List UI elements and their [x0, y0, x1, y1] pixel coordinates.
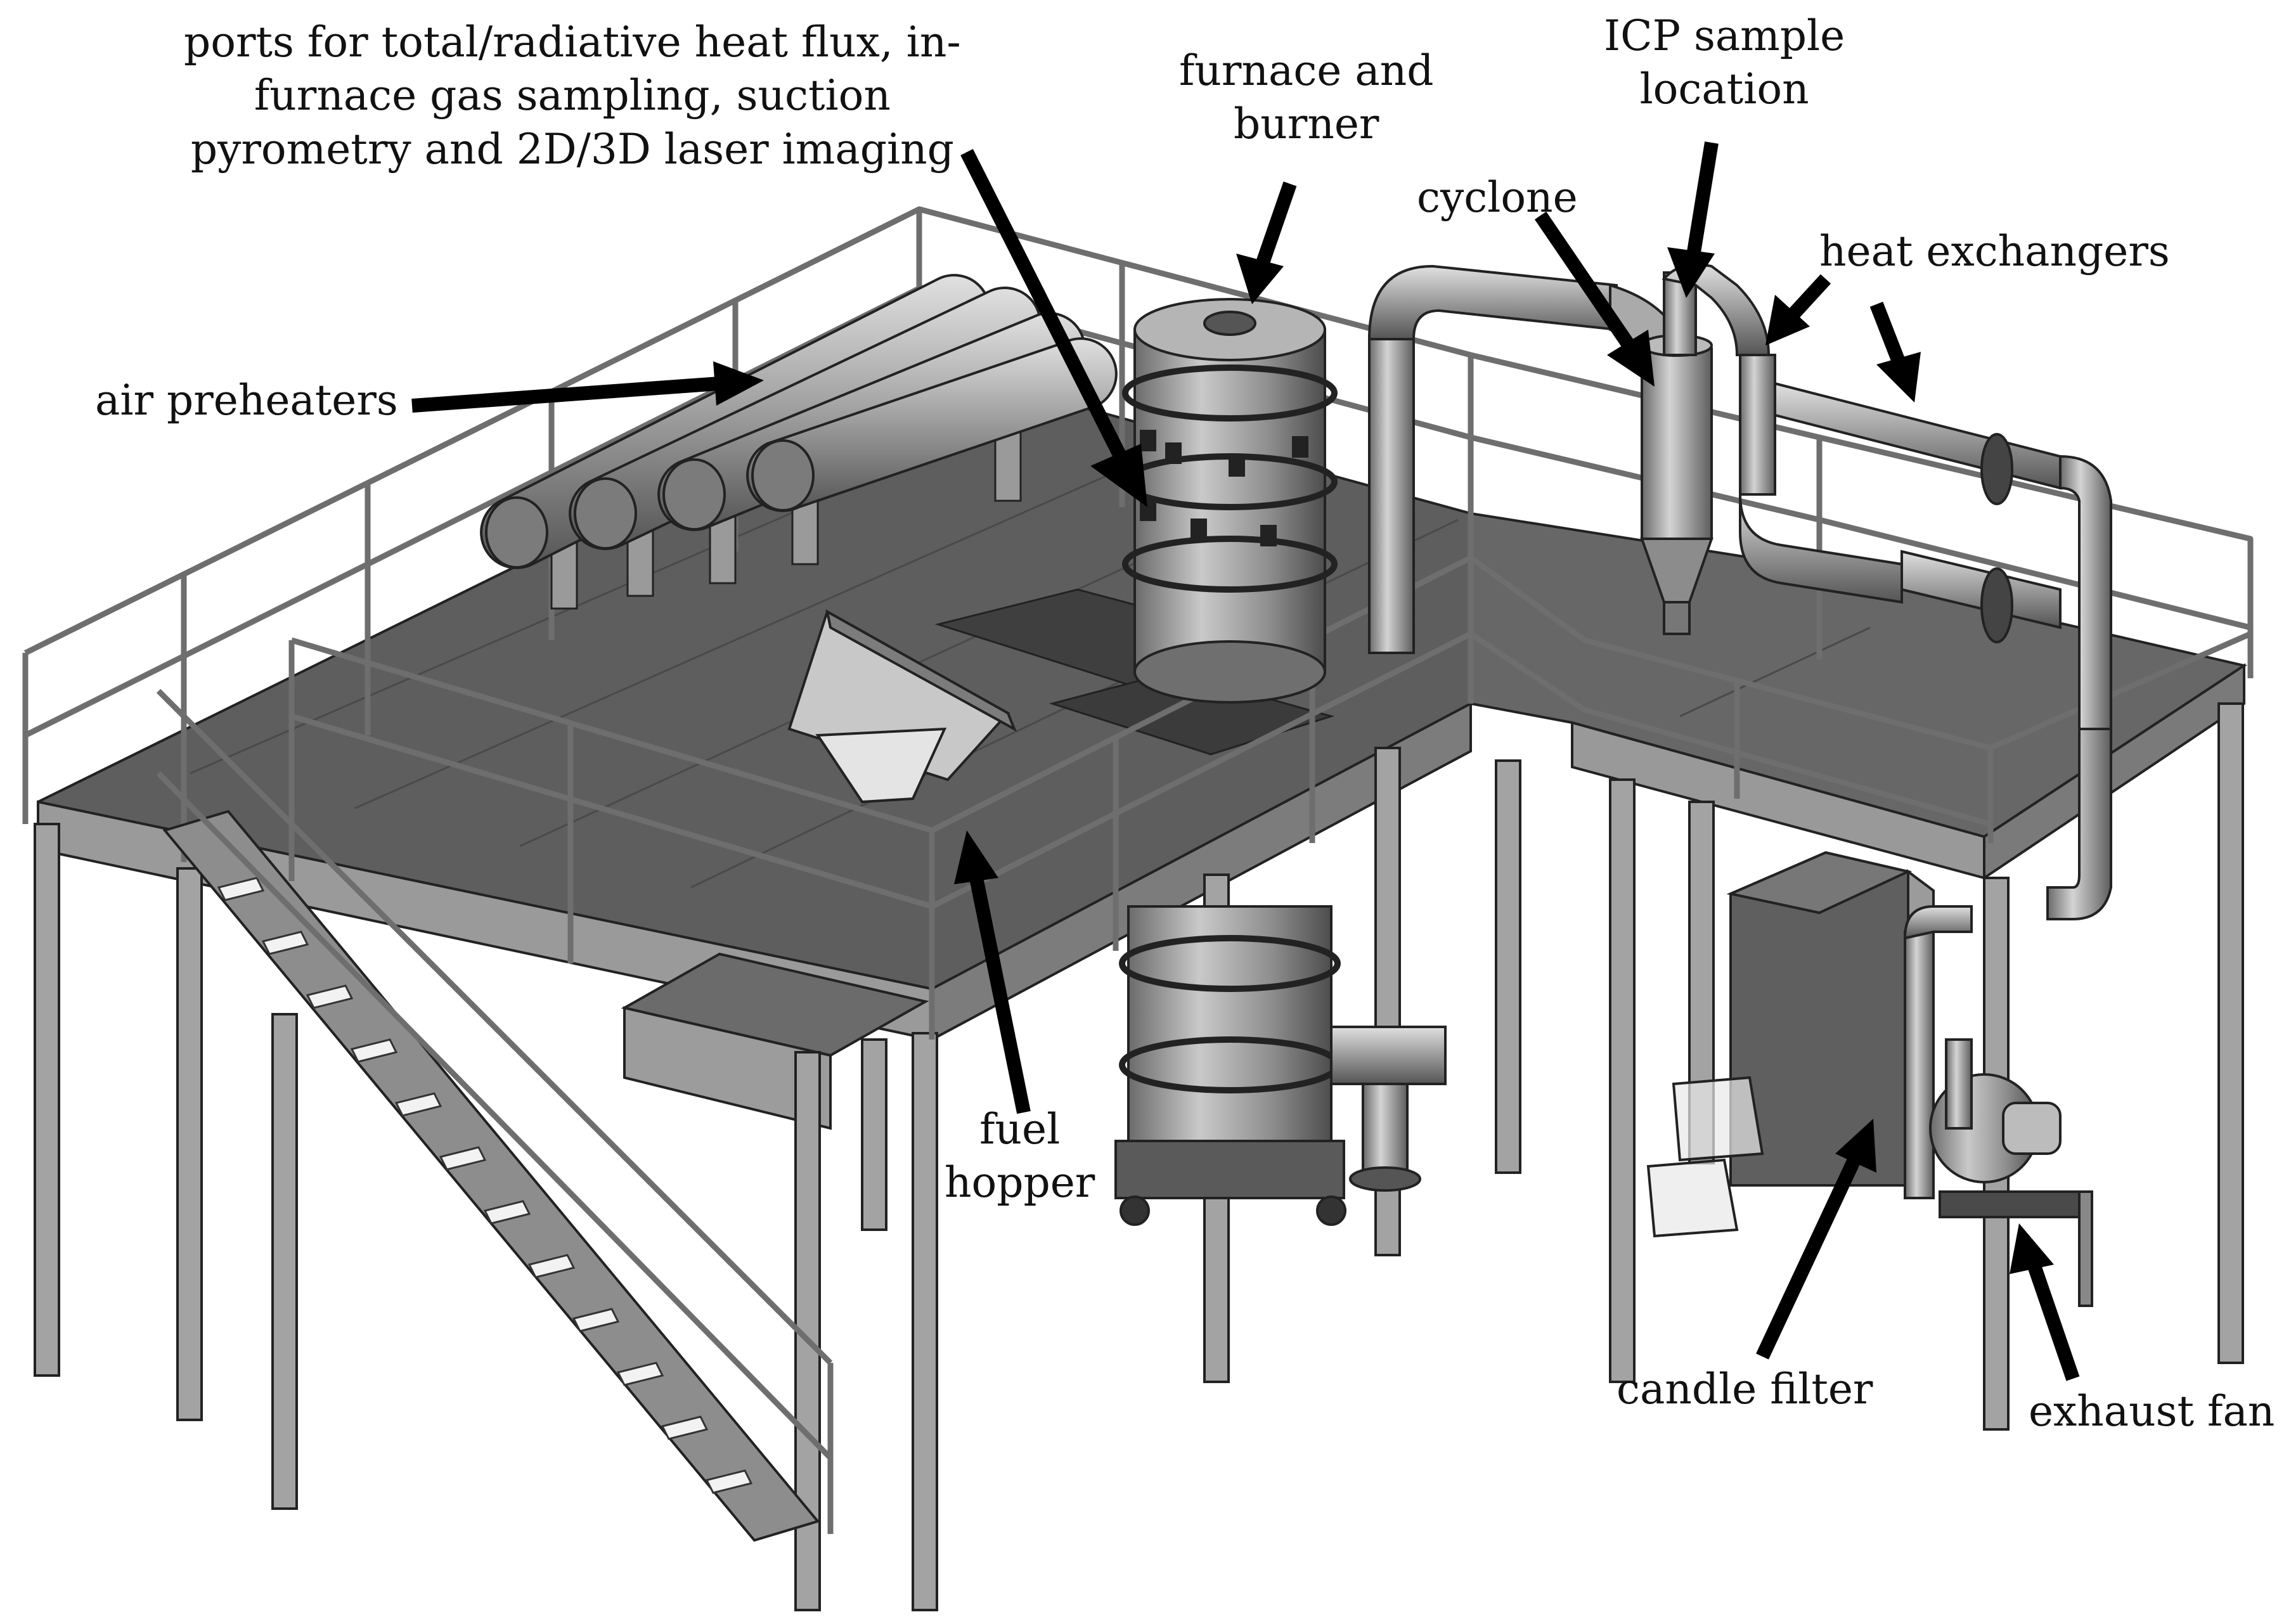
candle-filter [1646, 851, 1973, 1238]
cyclone [1640, 334, 1713, 635]
label-heat-exchangers: heat exchangers [1819, 227, 2170, 276]
label-icp-sample-location: ICP sample location [1604, 11, 1845, 114]
label-ports: ports for total/radiative heat flux, in-… [184, 18, 961, 174]
label-air-preheaters: air preheaters [95, 376, 398, 425]
label-fuel-hopper: fuel hopper [945, 1105, 1095, 1208]
platform-deck [37, 363, 2248, 1130]
callout-arrows [411, 141, 2080, 1381]
exhaust-fan [1929, 1038, 2093, 1307]
air-preheaters [480, 274, 1118, 610]
label-candle-filter: candle filter [1617, 1365, 1873, 1414]
label-cyclone: cyclone [1417, 173, 1578, 222]
heat-exchanger-ducting [1662, 263, 2112, 920]
label-furnace-and-burner: furnace and burner [1179, 46, 1434, 149]
staircase [156, 688, 834, 1542]
label-exhaust-fan: exhaust fan [2029, 1387, 2275, 1436]
flue-duct [1367, 264, 1688, 654]
fuel-hopper [787, 609, 1017, 804]
furnace-burner [1114, 298, 1447, 1226]
